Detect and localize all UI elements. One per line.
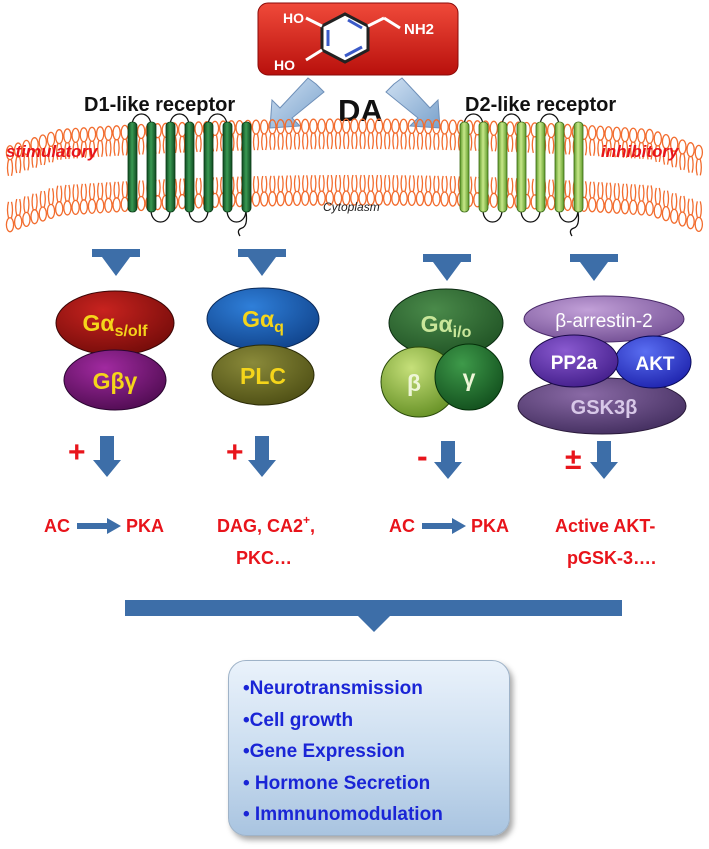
- gq-complex: Gαq PLC: [206, 287, 320, 406]
- g-beta-gamma-protein: [63, 349, 167, 411]
- transmembrane-helix: [516, 121, 527, 213]
- transmembrane-helix: [535, 121, 546, 213]
- plc-label: PLC: [240, 363, 286, 389]
- g-alpha-s-olf-label: Gαs/olf: [83, 310, 149, 340]
- cytoplasm-label: Cytoplasm: [323, 200, 380, 214]
- transmembrane-helix: [459, 121, 470, 213]
- sign-1: +: [68, 436, 86, 469]
- outcome-gene-expression: •Gene Expression: [243, 741, 405, 762]
- outcome-immunomodulation: • Immnunomodulation: [243, 804, 443, 825]
- pp2a-label: PP2a: [551, 353, 598, 374]
- g-gamma-protein: [434, 343, 504, 411]
- benzene-ring-icon: [305, 12, 401, 64]
- effect-arrow-1-icon: [93, 436, 121, 477]
- transmembrane-helix: [241, 121, 252, 213]
- outcome-cell-growth: •Cell growth: [243, 709, 354, 731]
- sign-4: ±: [565, 443, 581, 476]
- d1-like-receptor: [127, 113, 252, 237]
- effect-arrow-4-icon: [590, 441, 618, 479]
- transmembrane-helix: [554, 121, 565, 213]
- effect-1-arrow-icon: [77, 518, 121, 534]
- converging-arrow-icon: [125, 600, 622, 632]
- down-arrow-1-icon: [92, 249, 140, 276]
- gi-o-complex: Gαi/o β γ: [380, 288, 504, 418]
- g-alpha-i-o-label: Gαi/o: [421, 311, 472, 341]
- cell-membrane: [5, 118, 704, 233]
- beta-arrestin-complex: GSK3β β-arrestin-2 AKT PP2a: [517, 295, 692, 435]
- effect-3-arrow-icon: [422, 518, 466, 534]
- arrow-to-d1-icon: [269, 77, 325, 129]
- effect-4-line2: pGSK-3….: [567, 548, 656, 568]
- effect-down-arrows: [93, 436, 618, 479]
- transmembrane-helix: [222, 121, 233, 213]
- effect-4: Active AKT- pGSK-3….: [555, 516, 656, 568]
- ho-top-label: HO: [283, 10, 304, 26]
- effect-2: DAG, CA2+, PKC…: [217, 513, 315, 568]
- amine-label: NH2: [404, 21, 434, 38]
- d1-receptor-label: D1-like receptor: [84, 94, 235, 116]
- transmembrane-helix: [146, 121, 157, 213]
- g-beta-gamma-label: Gβγ: [93, 368, 138, 394]
- d2-receptor-label: D2-like receptor: [465, 94, 616, 116]
- effect-3-pka: PKA: [471, 516, 509, 536]
- effect-arrow-2-icon: [248, 436, 276, 477]
- effect-4-line1: Active AKT-: [555, 516, 655, 536]
- effect-3: AC PKA: [389, 516, 509, 536]
- ho-bottom-label: HO: [274, 57, 295, 73]
- outcome-hormone-secretion: • Hormone Secretion: [243, 772, 431, 794]
- transmembrane-helix: [573, 121, 584, 213]
- transmembrane-helix: [127, 121, 138, 213]
- transmembrane-helix: [497, 121, 508, 213]
- beta-arrestin-2-label: β-arrestin-2: [555, 311, 653, 332]
- g-alpha-q-label: Gαq: [242, 306, 284, 336]
- down-arrow-2-icon: [238, 249, 286, 276]
- effect-arrow-3-icon: [434, 441, 462, 479]
- transmembrane-helix: [165, 121, 176, 213]
- effect-1: AC PKA: [44, 516, 164, 536]
- gs-olf-complex: Gαs/olf Gβγ: [55, 290, 175, 411]
- outcome-neurotransmission: •Neurotransmission: [243, 678, 423, 699]
- akt-label: AKT: [635, 354, 674, 375]
- effect-2-line1: DAG, CA2+,: [217, 513, 315, 536]
- sign-3: -: [417, 438, 428, 474]
- transmembrane-helix: [184, 121, 195, 213]
- down-arrow-4-icon: [570, 254, 618, 281]
- transmembrane-helix: [478, 121, 489, 213]
- effect-2-line2: PKC…: [236, 548, 292, 568]
- transmembrane-helix: [203, 121, 214, 213]
- pp2a-protein: [529, 334, 619, 388]
- sign-2: +: [226, 436, 244, 469]
- membrane-down-arrows: [92, 249, 618, 281]
- outcomes-box: •Neurotransmission •Cell growth •Gene Ex…: [228, 660, 510, 836]
- inhibitory-label: inhibitory: [601, 142, 680, 161]
- g-gamma-label: γ: [463, 365, 476, 391]
- down-arrow-3-icon: [423, 254, 471, 281]
- effect-1-pka: PKA: [126, 516, 164, 536]
- gsk3b-label: GSK3β: [571, 397, 638, 419]
- d2-like-receptor: [459, 113, 584, 237]
- dopamine-molecule-box: HO HO NH2: [257, 2, 459, 76]
- effect-1-ac: AC: [44, 516, 70, 536]
- stimulatory-label: stimulatory: [6, 142, 99, 161]
- plc-protein: [211, 344, 315, 406]
- g-beta-label: β: [407, 370, 421, 396]
- effect-3-ac: AC: [389, 516, 415, 536]
